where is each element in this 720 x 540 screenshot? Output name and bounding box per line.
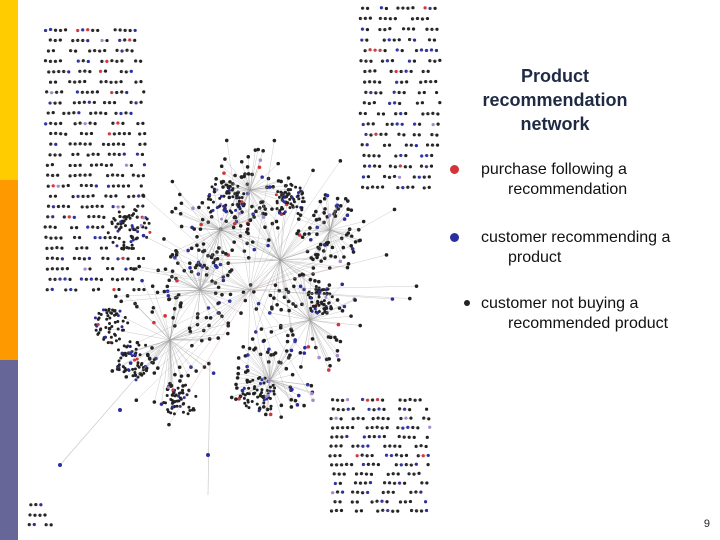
accent-bar-orange: [0, 180, 18, 360]
legend-label-line-1: customer not buying a: [481, 295, 639, 312]
legend-label-line-2: recommendation: [508, 181, 628, 198]
title-line-1: Product: [520, 66, 589, 86]
red-node-icon: [450, 165, 459, 174]
accent-bar-purple: [0, 360, 18, 540]
legend-label-line-2: product: [508, 249, 562, 266]
title-line-2: recommendation: [482, 90, 628, 110]
recommendation-network-graph: [27, 6, 442, 527]
title-line-3: network: [520, 114, 590, 134]
slide-title: Product recommendation network: [455, 64, 655, 136]
page-number: 9: [703, 518, 710, 530]
legend-label-line-2: recommended product: [508, 315, 669, 332]
accent-bar-yellow: [0, 0, 18, 180]
black-node-icon: [464, 300, 470, 306]
legend-label-line-1: purchase following a: [481, 161, 627, 178]
blue-node-icon: [450, 233, 459, 242]
legend-label-line-1: customer recommending a: [481, 229, 671, 246]
